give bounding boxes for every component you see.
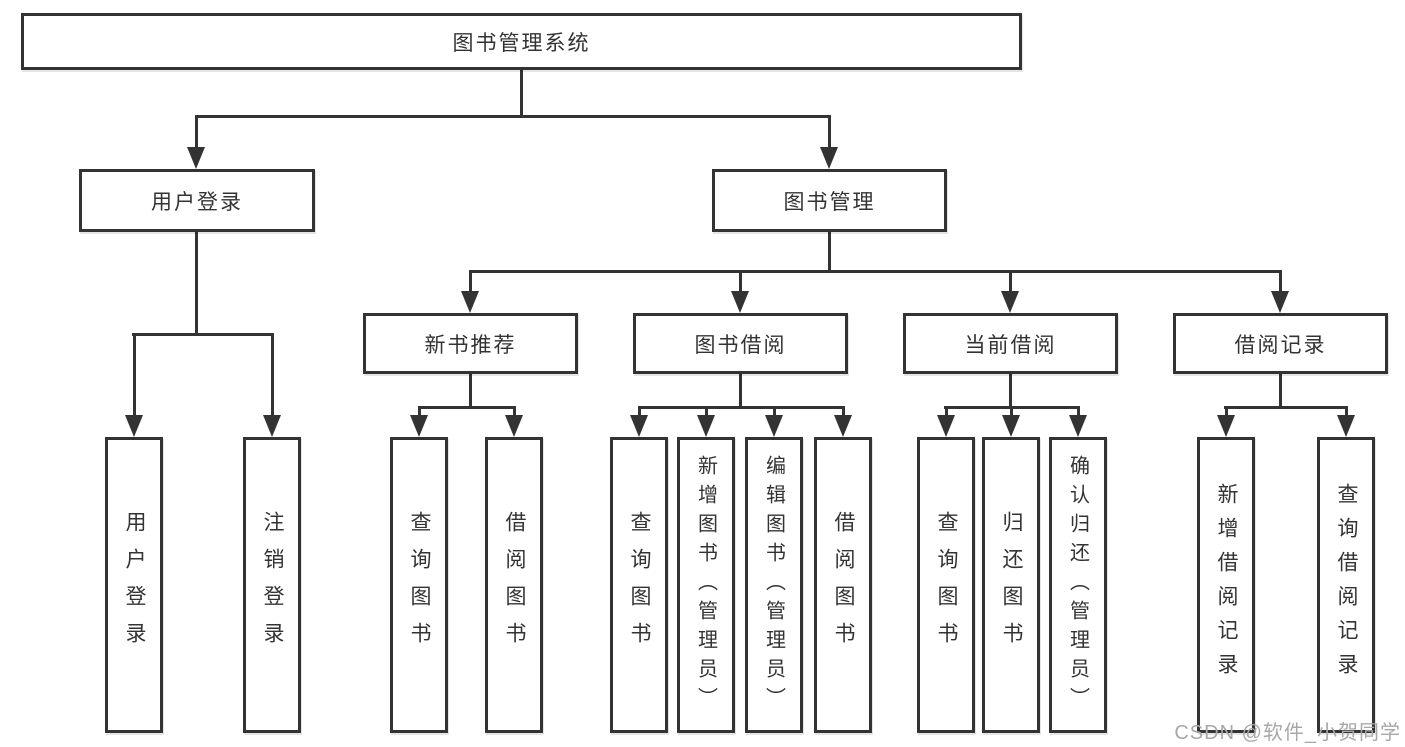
leaf-label: 确认归还（管理员） (1066, 454, 1089, 716)
arrow-shaft (271, 333, 274, 417)
connector-bus-user-login (132, 333, 274, 336)
arrowhead-down-icon (697, 415, 715, 437)
leaf-label: 注销登录 (261, 511, 284, 659)
connector-bus-book-management (469, 270, 1282, 273)
leaf-label: 借阅图书 (832, 511, 855, 659)
leaf-label: 归还图书 (1000, 511, 1023, 659)
arrowhead-down-icon (187, 147, 205, 169)
leaf-label: 用户登录 (123, 511, 146, 659)
leaf-query-books: 查询图书 (390, 437, 448, 733)
arrow-shaft (945, 406, 948, 417)
arrowhead-down-icon (1271, 291, 1289, 313)
node-new-book-recommend: 新书推荐 (363, 313, 578, 374)
node-user-login: 用户登录 (79, 169, 315, 232)
connector-bus-root (195, 115, 831, 118)
leaf-logout: 注销登录 (243, 437, 301, 733)
node-label: 当前借阅 (964, 333, 1057, 357)
arrowhead-down-icon (1337, 415, 1355, 437)
arrow-shaft (1345, 406, 1348, 417)
leaf-label: 查询借阅记录 (1335, 483, 1358, 687)
node-current-borrow: 当前借阅 (903, 313, 1118, 374)
leaf-add-borrow-record: 新增借阅记录 (1197, 437, 1255, 733)
arrowhead-down-icon (1069, 415, 1087, 437)
connector-stem-root (520, 68, 523, 118)
arrow-shaft (773, 406, 776, 417)
arrow-shaft (469, 270, 472, 293)
arrowhead-down-icon (765, 415, 783, 437)
arrow-shaft (418, 406, 421, 417)
node-label: 图书借阅 (694, 333, 787, 357)
arrow-shaft (828, 115, 831, 149)
arrow-shaft (195, 115, 198, 149)
leaf-borrow-books: 借阅图书 (485, 437, 543, 733)
connector-stem-current-borrow (1009, 372, 1012, 409)
arrowhead-down-icon (1002, 415, 1020, 437)
leaf-label: 借阅图书 (503, 511, 526, 659)
node-root: 图书管理系统 (21, 13, 1022, 70)
arrow-shaft (133, 333, 136, 417)
connector-stem-book-management (828, 230, 831, 273)
leaf-borrow-books: 借阅图书 (814, 437, 872, 733)
arrow-shaft (638, 406, 641, 417)
arrowhead-down-icon (820, 147, 838, 169)
node-label: 用户登录 (151, 190, 243, 214)
leaf-query-borrow-record: 查询借阅记录 (1317, 437, 1375, 733)
leaf-label: 新增借阅记录 (1215, 483, 1238, 687)
arrow-shaft (705, 406, 708, 417)
arrow-shaft (1225, 406, 1228, 417)
node-book-borrow: 图书借阅 (633, 313, 848, 374)
leaf-label: 查询图书 (628, 511, 651, 659)
arrowhead-down-icon (834, 415, 852, 437)
arrowhead-down-icon (630, 415, 648, 437)
leaf-label: 查询图书 (935, 511, 958, 659)
leaf-confirm-return-admin: 确认归还（管理员） (1049, 437, 1107, 733)
node-label: 图书管理 (783, 190, 876, 214)
leaf-edit-books-admin: 编辑图书（管理员） (745, 437, 803, 733)
connector-bus-borrow-records (1224, 406, 1348, 409)
connector-bus-new-book-recommend (418, 406, 516, 409)
leaf-label: 编辑图书（管理员） (762, 454, 785, 716)
arrowhead-down-icon (505, 415, 523, 437)
watermark: CSDN @软件_小贺同学 (1174, 722, 1401, 744)
arrowhead-down-icon (461, 291, 479, 313)
leaf-query-books: 查询图书 (610, 437, 668, 733)
leaf-return-books: 归还图书 (982, 437, 1040, 733)
leaf-label: 新增图书（管理员） (694, 454, 717, 716)
leaf-user-login: 用户登录 (105, 437, 163, 733)
arrow-shaft (513, 406, 516, 417)
connector-stem-user-login (195, 230, 198, 336)
leaf-query-books: 查询图书 (917, 437, 975, 733)
arrow-shaft (1010, 406, 1013, 417)
node-root-label: 图书管理系统 (452, 31, 591, 55)
arrow-shaft (1279, 270, 1282, 293)
leaf-label: 查询图书 (408, 511, 431, 659)
arrowhead-down-icon (263, 415, 281, 437)
connector-stem-book-borrow (739, 372, 742, 409)
node-book-management: 图书管理 (712, 169, 947, 232)
arrowhead-down-icon (410, 415, 428, 437)
node-borrow-records: 借阅记录 (1173, 313, 1388, 374)
node-label: 新书推荐 (424, 333, 517, 357)
connector-stem-borrow-records (1279, 372, 1282, 409)
arrow-shaft (1077, 406, 1080, 417)
arrow-shaft (739, 270, 742, 293)
arrow-shaft (842, 406, 845, 417)
arrowhead-down-icon (1217, 415, 1235, 437)
node-label: 借阅记录 (1234, 333, 1327, 357)
connector-bus-book-borrow (638, 406, 845, 409)
arrowhead-down-icon (731, 291, 749, 313)
arrow-shaft (1009, 270, 1012, 293)
connector-stem-new-book-recommend (469, 372, 472, 409)
leaf-add-books-admin: 新增图书（管理员） (677, 437, 735, 733)
arrowhead-down-icon (125, 415, 143, 437)
arrowhead-down-icon (1001, 291, 1019, 313)
arrowhead-down-icon (937, 415, 955, 437)
